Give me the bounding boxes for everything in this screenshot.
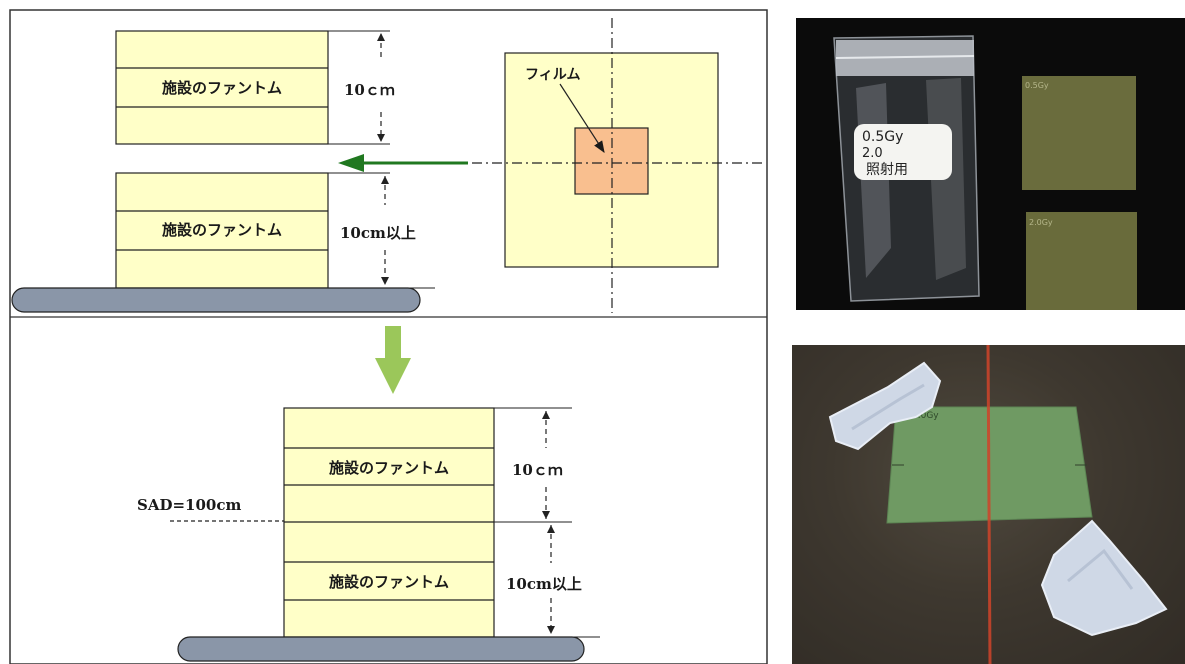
bottom-upper-phantom-label: 施設のファントム xyxy=(329,459,449,477)
film-on-couch-photo: 2.0Gy xyxy=(792,345,1185,664)
top-thickness-label: 10ｃｍ xyxy=(344,81,395,99)
insert-arrow xyxy=(338,154,468,172)
middle-dimension: 10cm以上 xyxy=(340,176,416,285)
bag-label xyxy=(854,124,952,180)
bag-label-line1: 0.5Gy xyxy=(862,129,903,145)
bottom-treatment-couch-top xyxy=(177,636,585,662)
film-top-view: フィルム xyxy=(472,18,762,313)
film-label: フィルム xyxy=(525,67,580,83)
top-phantom-label: 施設のファントム xyxy=(162,79,282,97)
bottom-phantom-stack: 施設のファントム 施設のファントム xyxy=(283,407,495,638)
bottom-lower-dimension: 10cm以上 xyxy=(506,525,582,634)
film-samples-photo: 0.5Gy 2.0 照射用 0.5Gy 2.0Gy xyxy=(796,18,1185,310)
sad-label: SAD=100cm xyxy=(137,496,241,514)
bottom-upper-thickness-label: 10ｃｍ xyxy=(512,461,563,479)
middle-thickness-label: 10cm以上 xyxy=(340,224,416,242)
top-phantom-stack: 施設のファントム xyxy=(115,30,329,145)
bottom-lower-phantom-label: 施設のファントム xyxy=(329,573,449,591)
transition-down-arrow xyxy=(375,326,411,394)
bag-label-line2: 2.0 xyxy=(862,146,883,161)
treatment-couch-top xyxy=(11,287,421,313)
bottom-lower-thickness-label: 10cm以上 xyxy=(506,575,582,593)
tape-bottom-right xyxy=(1040,519,1168,637)
tape-top-left xyxy=(828,361,942,451)
sad-reference: SAD=100cm xyxy=(137,496,284,522)
zip-bag: 0.5Gy 2.0 照射用 xyxy=(833,35,980,302)
film-piece-0-5gy: 0.5Gy xyxy=(1022,76,1136,190)
svg-text:2.0Gy: 2.0Gy xyxy=(1029,218,1053,227)
film-dose-label: 2.0Gy xyxy=(912,411,939,421)
phantom-setup-diagram: 施設のファントム 10ｃｍ 施設のファントム 10cm以上 フィル xyxy=(9,9,768,664)
middle-phantom-stack: 施設のファントム xyxy=(115,172,329,289)
svg-text:0.5Gy: 0.5Gy xyxy=(1025,81,1049,90)
laser-line xyxy=(986,345,992,664)
top-dimension: 10ｃｍ xyxy=(344,33,395,142)
middle-phantom-label: 施設のファントム xyxy=(162,221,282,239)
bottom-upper-dimension: 10ｃｍ xyxy=(512,411,563,519)
film-piece-2-0gy: 2.0Gy xyxy=(1026,212,1137,310)
bag-label-line3: 照射用 xyxy=(866,162,908,178)
